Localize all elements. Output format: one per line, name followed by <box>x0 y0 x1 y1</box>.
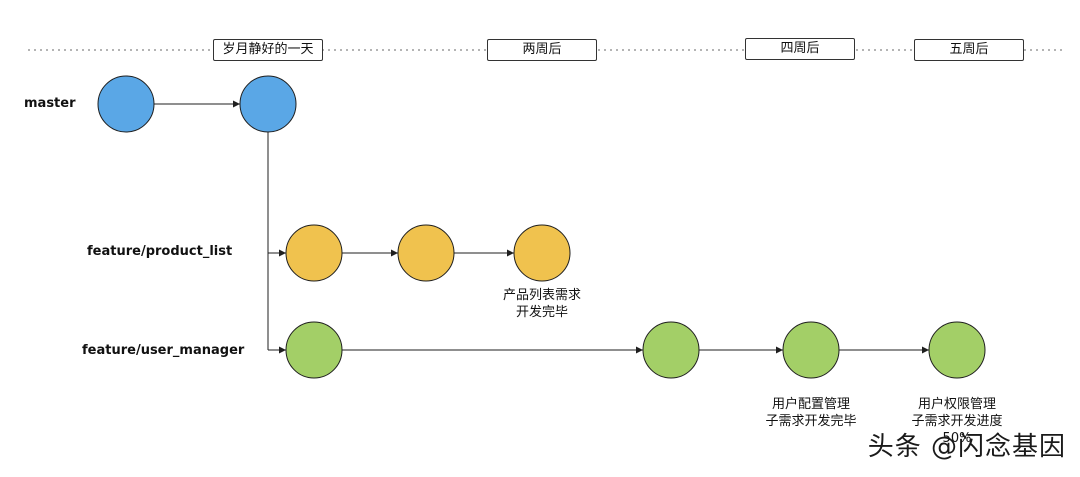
product-list-commit-1 <box>285 224 343 282</box>
note-user-perm-line-3: 50% <box>942 431 972 446</box>
master-commit-2 <box>239 75 297 133</box>
branch-label-user-manager: feature/user_manager <box>82 343 245 358</box>
note-user-perm-line-1: 用户权限管理 <box>917 397 996 412</box>
note-user-config-line-1: 用户配置管理 <box>771 397 850 412</box>
watermark: 头条 @闪念基因 <box>867 432 1066 462</box>
note-user-perm-progress: 用户权限管理 子需求开发进度 50% <box>892 396 1022 447</box>
timeline-label-two-weeks: 两周后 <box>487 39 597 61</box>
note-user-config-done: 用户配置管理 子需求开发完毕 <box>746 396 876 430</box>
product-list-commit-3 <box>513 224 571 282</box>
branch-label-master: master <box>24 96 76 111</box>
timeline-label-day-one: 岁月静好的一天 <box>213 39 323 61</box>
user-manager-commit-1 <box>285 321 343 379</box>
note-product-done-line-2: 开发完毕 <box>515 305 568 320</box>
note-user-config-line-2: 子需求开发完毕 <box>765 414 857 429</box>
branch-label-product-list: feature/product_list <box>87 244 233 259</box>
user-manager-commit-3 <box>782 321 840 379</box>
user-manager-commit-4 <box>928 321 986 379</box>
user-manager-commit-2 <box>642 321 700 379</box>
product-list-commit-2 <box>397 224 455 282</box>
timeline-label-five-weeks: 五周后 <box>914 39 1024 61</box>
note-product-done: 产品列表需求 开发完毕 <box>482 287 602 321</box>
master-commit-1 <box>97 75 155 133</box>
timeline-label-four-weeks: 四周后 <box>745 38 855 60</box>
note-product-done-line-1: 产品列表需求 <box>502 288 581 303</box>
note-user-perm-line-2: 子需求开发进度 <box>911 414 1003 429</box>
